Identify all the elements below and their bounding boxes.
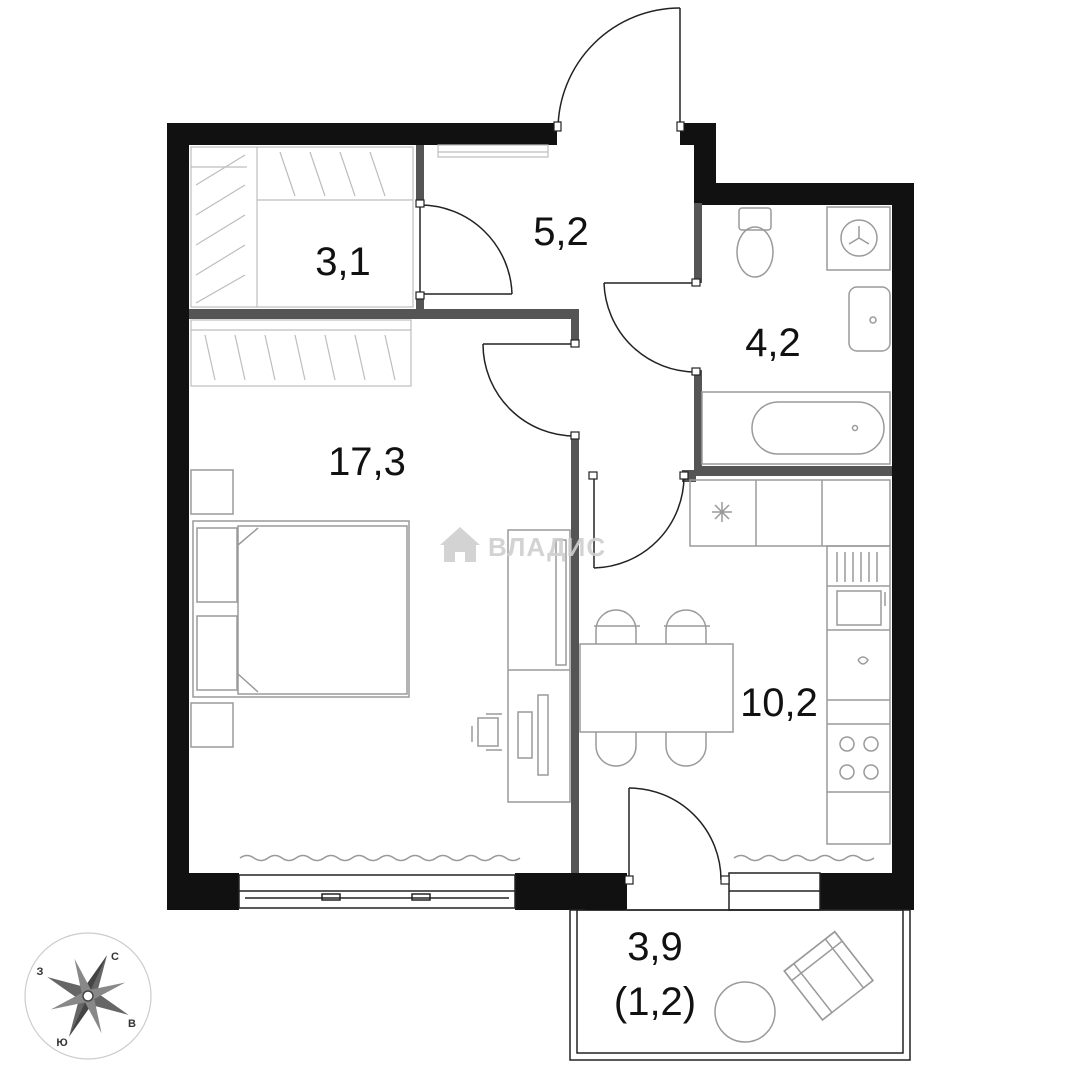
room-area-balcony: 3,9 [627,925,683,969]
sink [848,286,891,352]
kitchen-sink [836,590,882,626]
nightstand [190,702,234,748]
partitions [189,145,892,873]
room-area-kitchen: 10,2 [740,681,818,725]
compass: С В Ю З [24,932,152,1060]
kitchen-counter [826,545,891,845]
wall-top-right [694,183,914,205]
chair [477,717,499,747]
nightstand [190,469,234,515]
compass-north: С [111,951,119,963]
desk [507,529,571,803]
kitchen-furniture [579,479,891,862]
exterior-walls [167,123,914,910]
compass-south: Ю [56,1037,67,1049]
balcony [569,873,911,1061]
room-labels: 3,1 5,2 4,2 17,3 10,2 3,9 (1,2) [315,210,818,1024]
compass-east: В [128,1018,136,1030]
watermark: ВЛАДИС [440,527,606,562]
kitchen-cabinet [689,479,891,547]
closet-wardrobe [190,146,414,308]
room-area-balcony-reduced: (1,2) [614,980,696,1024]
watermark-text: ВЛАДИС [488,532,606,562]
wall-bottom-left [167,873,239,910]
room-area-closet: 3,1 [315,240,371,284]
monitor [537,694,549,776]
compass-rose-icon [47,955,129,1037]
room-area-bedroom: 17,3 [328,440,406,484]
pillow [196,615,238,691]
bathroom-fixtures [701,206,891,465]
dining-table [579,643,734,733]
wall-balcony-pier-left [585,873,625,910]
bedroom-furniture [190,469,571,862]
washing-machine [826,206,891,271]
compass-west: З [37,966,44,978]
wall-right [892,183,914,910]
wall-left [167,123,189,910]
wall-bottom-right [820,873,914,910]
bathtub [701,391,891,465]
wall-top-left [167,123,557,145]
bedroom-wardrobe [190,319,412,387]
pillow [196,527,238,603]
house-icon [440,527,480,562]
doors [415,7,730,885]
room-area-hall: 5,2 [533,210,589,254]
balcony-table [714,981,776,1043]
room-area-bathroom: 4,2 [745,321,801,365]
toilet [738,207,772,231]
hall-shelf [437,144,549,158]
tv [555,539,567,666]
bed [192,520,410,698]
